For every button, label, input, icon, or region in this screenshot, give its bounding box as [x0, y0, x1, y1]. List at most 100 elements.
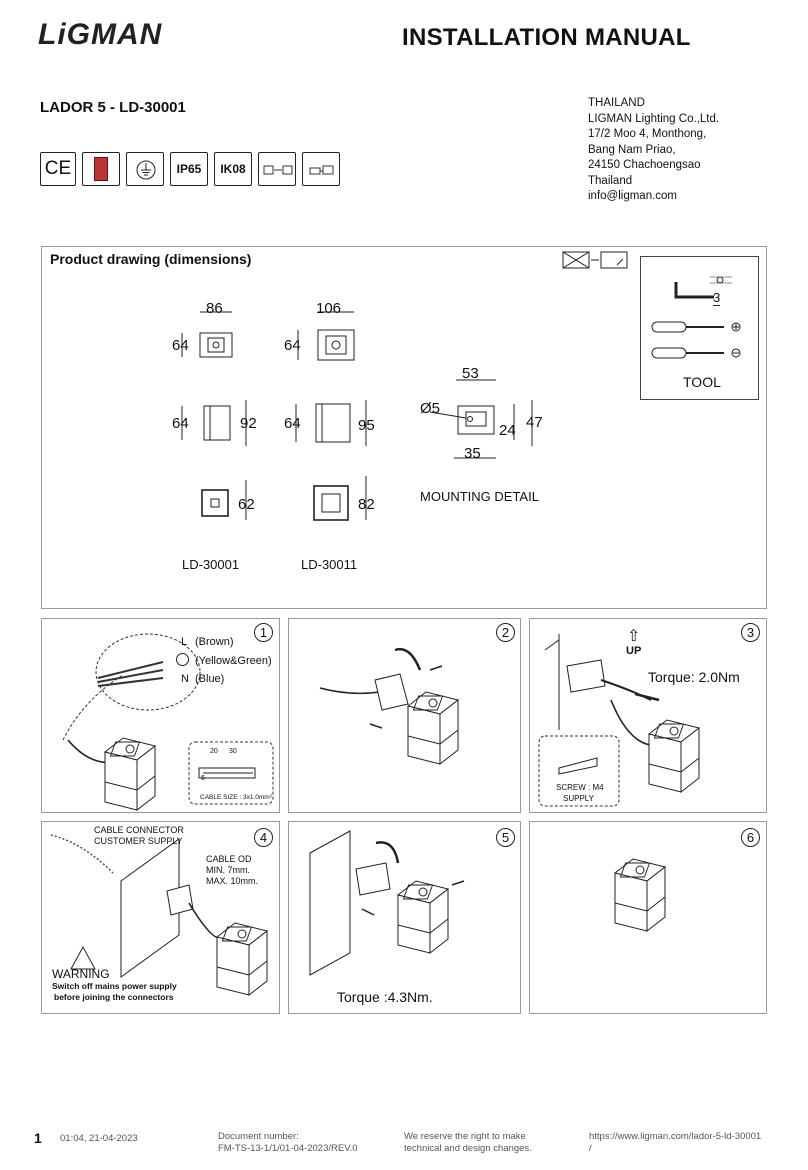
address-line: THAILAND: [588, 97, 645, 109]
step-3-illustration: [538, 634, 700, 807]
dim-a-side-height: 64: [172, 415, 189, 432]
print-datetime: 01:04, 21-04-2023: [60, 1133, 138, 1144]
torque-label-3: Torque: 2.0Nm: [648, 669, 740, 685]
company-address: THAILAND LIGMAN Lighting Co.,Ltd. 17/2 M…: [588, 96, 719, 205]
product-model: LADOR 5 - LD-30001: [40, 99, 186, 116]
class-i-earth-icon: [126, 152, 164, 186]
flat-screwdriver-icon: [651, 347, 741, 359]
product-drawing-panel: [41, 246, 767, 609]
step-number: 3: [741, 623, 760, 642]
step-2-panel: [288, 618, 521, 813]
dim-b-front: 82: [358, 496, 375, 513]
address-line: Thailand: [588, 174, 633, 187]
ik-rating-badge: IK08: [214, 152, 252, 186]
mounting-surface-icon: [562, 251, 628, 269]
earth-symbol-icon: [136, 160, 156, 180]
step-number: 1: [254, 623, 273, 642]
address-line: Bang Nam Priao,: [588, 143, 676, 156]
step-4-illustration: [50, 834, 268, 996]
step-4-panel: [41, 821, 280, 1014]
safety-cert-icon: [82, 152, 120, 186]
dim-b-depth: 95: [358, 417, 375, 434]
cable-size: CABLE SIZE : 3x1.0mm²: [200, 794, 272, 801]
warning-title: WARNING: [52, 967, 110, 981]
step-number: 4: [254, 828, 273, 847]
step-6-illustration: [614, 858, 666, 932]
dim-a-width: 86: [206, 300, 223, 317]
tool-drawings: [651, 276, 741, 359]
ligman-logo: LiGMAN: [38, 18, 163, 51]
product-url[interactable]: https://www.ligman.com/lador-5-ld-30001 …: [589, 1131, 761, 1155]
strip-length-3: 6: [201, 775, 205, 782]
ip-rating-badge: IP65: [170, 152, 208, 186]
address-line: 24150 Chachoengsao: [588, 159, 701, 171]
mounting-detail-label: MOUNTING DETAIL: [420, 489, 539, 504]
up-label: UP: [626, 645, 642, 657]
mount-height-2: 47: [526, 414, 543, 431]
wire-l-label: L: [181, 636, 188, 648]
cable-od-min: MIN. 7mm.: [206, 865, 250, 875]
step-3-panel: [529, 618, 767, 813]
step-number: 6: [741, 828, 760, 847]
strip-length-2: 30: [229, 748, 237, 755]
warning-line-1: Switch off mains power supply: [52, 981, 177, 991]
dim-b-width: 106: [316, 300, 342, 317]
wire-l-color: (Brown): [195, 636, 234, 648]
model-a-label: LD-30001: [182, 557, 240, 572]
hex-key-size: 3: [713, 290, 721, 306]
address-email: info@ligman.com: [588, 190, 678, 202]
mount-width: 53: [462, 365, 479, 382]
step-6-panel: [529, 821, 767, 1014]
phillips-screwdriver-icon: [651, 321, 741, 333]
step-number: 5: [496, 828, 515, 847]
hex-key-icon: [674, 276, 732, 299]
mount-height-1: 24: [499, 422, 516, 439]
torque-label-5: Torque :4.3Nm.: [337, 989, 433, 1005]
cable-od-max: MAX. 10mm.: [206, 876, 259, 886]
strip-length-1: 20: [210, 748, 218, 755]
dim-b-side-height: 64: [284, 415, 301, 432]
step-1-panel: [41, 618, 280, 813]
mount-hole: Ø5: [420, 400, 441, 417]
installation-surface-icon: [258, 152, 296, 186]
ce-mark-icon: CE: [40, 152, 76, 186]
cable-connector-label: CABLE CONNECTOR: [94, 825, 184, 835]
drawing-heading: Product drawing (dimensions): [50, 251, 252, 267]
warning-line-2: before joining the connectors: [54, 992, 174, 1002]
wire-n-color: (Blue): [195, 673, 225, 685]
document-number-block: Document number: FM-TS-13-1/1/01-04-2023…: [218, 1131, 358, 1155]
url-line-2[interactable]: /: [589, 1143, 592, 1154]
doc-number-label: Document number:: [218, 1131, 299, 1142]
model-b-label: LD-30011: [301, 557, 358, 572]
rights-line-2: technical and design changes.: [404, 1143, 532, 1154]
step-5-illustration: [309, 830, 465, 976]
step-2-illustration: [319, 647, 459, 765]
rights-block: We reserve the right to make technical a…: [404, 1131, 532, 1155]
address-line: 17/2 Moo 4, Monthong,: [588, 128, 707, 140]
cable-od-label: CABLE OD: [206, 854, 252, 864]
rights-line-1: We reserve the right to make: [404, 1131, 526, 1142]
dim-a-height: 64: [172, 337, 189, 354]
dim-b-height: 64: [284, 337, 301, 354]
wire-earth-color: (Yellow&Green): [195, 655, 272, 667]
url-line-1[interactable]: https://www.ligman.com/lador-5-ld-30001: [589, 1131, 762, 1142]
tool-box: [640, 256, 759, 400]
step-1-illustration: [62, 633, 274, 811]
supply-label: SUPPLY: [563, 794, 594, 803]
tool-label: TOOL: [683, 374, 721, 390]
doc-number: FM-TS-13-1/1/01-04-2023/REV.0: [218, 1143, 358, 1154]
wire-n-label: N: [181, 673, 189, 685]
dim-a-depth: 92: [240, 415, 257, 432]
customer-supply-label: CUSTOMER SUPPLY: [94, 836, 183, 846]
step-number: 2: [496, 623, 515, 642]
address-line: LIGMAN Lighting Co.,Ltd.: [588, 112, 720, 125]
step-5-panel: [288, 821, 521, 1014]
connector-icon: [302, 152, 340, 186]
dimension-drawings: [181, 311, 533, 521]
page-number: 1: [34, 1130, 42, 1146]
dim-a-front: 62: [238, 496, 255, 513]
up-arrow-icon: ⇧: [627, 628, 641, 645]
screw-label: SCREW : M4: [556, 783, 604, 792]
earth-icon: [176, 653, 189, 666]
mount-base: 35: [464, 445, 481, 462]
